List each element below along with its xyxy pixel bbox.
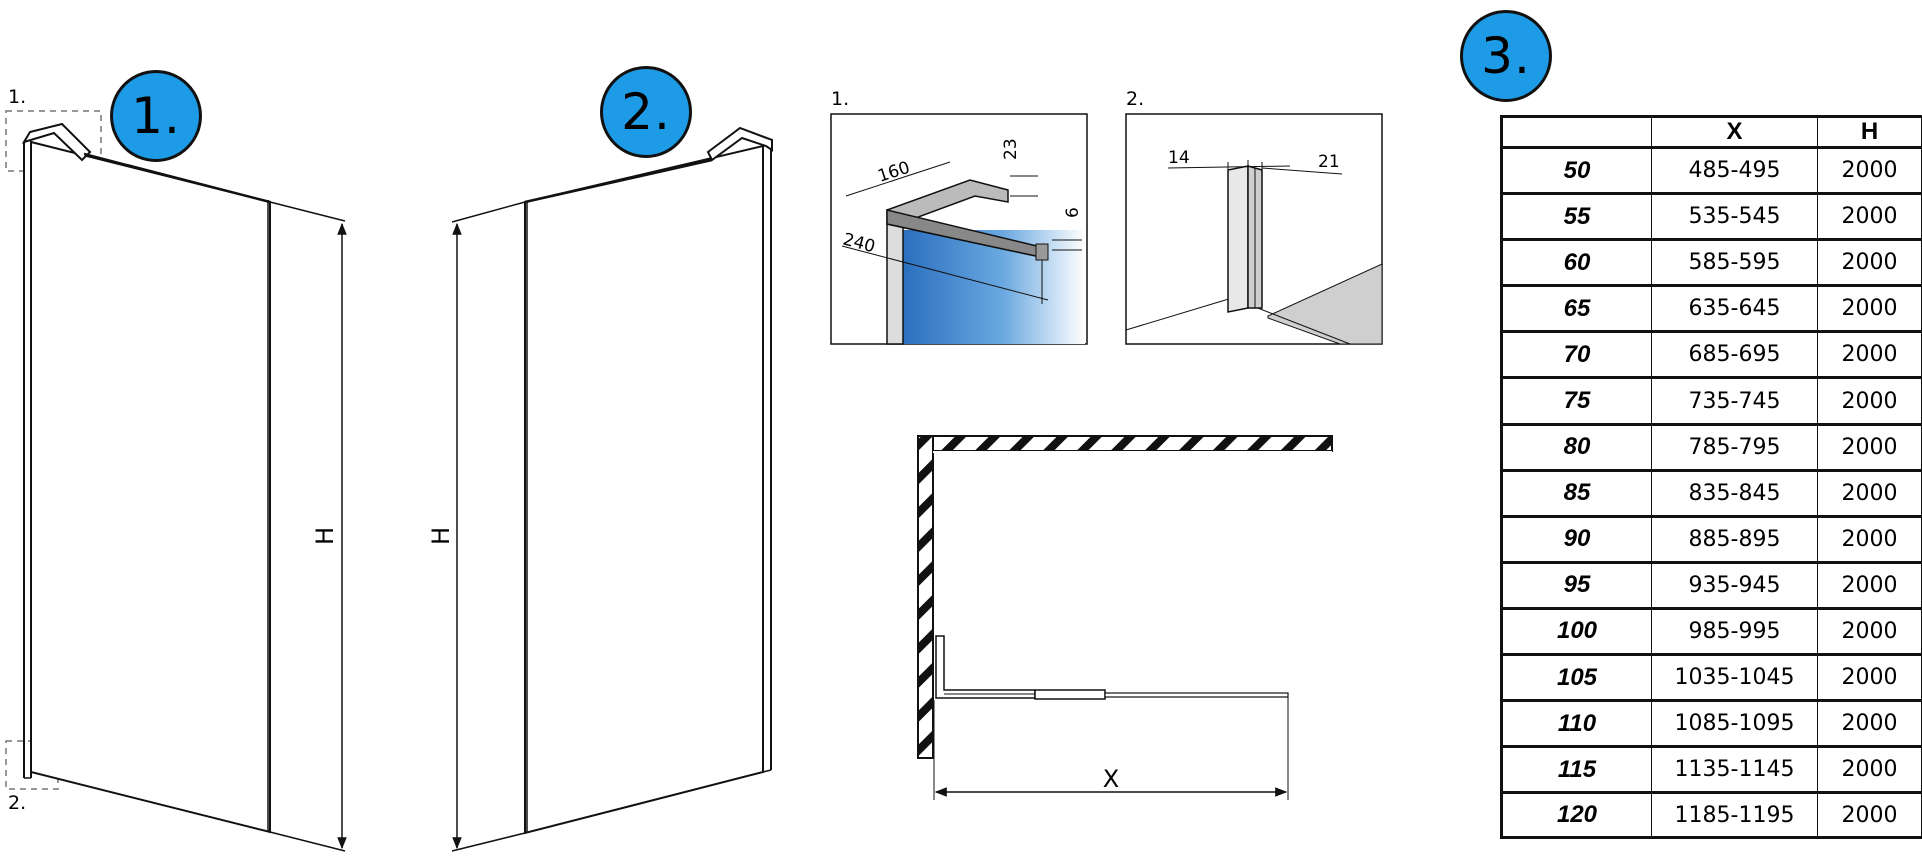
height-label-two: H	[427, 527, 455, 545]
h-cell: 2000	[1817, 149, 1921, 196]
width-cell: 50	[1503, 149, 1651, 196]
detail-label-top: 1.	[8, 86, 27, 108]
panel-two-drawing: H	[427, 126, 773, 852]
h-cell: 2000	[1817, 794, 1921, 836]
h-cell: 2000	[1817, 656, 1921, 703]
h-cell: 2000	[1817, 748, 1921, 795]
inset-bracket-detail: 160 240 23 6	[830, 113, 1088, 345]
dim-21: 21	[1318, 152, 1340, 172]
width-cell: 95	[1503, 564, 1651, 610]
plan-view: X	[917, 435, 1333, 800]
inset-label-one: 1.	[831, 88, 850, 110]
width-cell: 115	[1503, 748, 1651, 795]
badge-two: 2.	[600, 66, 692, 158]
x-cell: 485-495	[1651, 149, 1817, 196]
h-cell: 2000	[1817, 563, 1921, 610]
inset-floor-detail: 14 21	[1125, 113, 1383, 345]
h-cell: 2000	[1817, 195, 1921, 242]
width-cell: 100	[1503, 610, 1651, 657]
glass-panel-two	[524, 144, 764, 835]
inset-label-two: 2.	[1126, 88, 1145, 110]
x-cell: 635-645	[1651, 287, 1817, 334]
panel-one-drawing: H	[5, 110, 347, 852]
x-cell: 985-995	[1651, 609, 1817, 657]
height-label-one: H	[311, 527, 339, 545]
detail-label-bottom: 2.	[8, 792, 27, 814]
width-cell: 65	[1503, 287, 1651, 334]
width-cell: 85	[1503, 472, 1651, 518]
x-cell: 535-545	[1651, 195, 1817, 242]
x-cell: 585-595	[1651, 241, 1817, 288]
x-cell: 1035-1045	[1651, 656, 1817, 703]
width-cell: 90	[1503, 518, 1651, 564]
width-cell: 70	[1503, 333, 1651, 380]
x-cell: 1085-1095	[1651, 702, 1817, 749]
h-cell: 2000	[1817, 333, 1921, 380]
dim-x: X	[1103, 765, 1119, 793]
x-cell: 735-745	[1651, 379, 1817, 426]
header-width	[1503, 118, 1651, 149]
x-cell: 685-695	[1651, 333, 1817, 380]
x-cell: 835-845	[1651, 471, 1817, 518]
header-x: X	[1651, 118, 1817, 149]
h-cell: 2000	[1817, 517, 1921, 564]
h-cell: 2000	[1817, 425, 1921, 472]
x-cell: 935-945	[1651, 563, 1817, 610]
width-cell: 75	[1503, 379, 1651, 426]
h-cell: 2000	[1817, 379, 1921, 426]
top-bracket-one	[21, 122, 92, 162]
h-cell: 2000	[1817, 287, 1921, 334]
dim-14: 14	[1168, 148, 1190, 168]
table-header-row: X H	[1503, 118, 1921, 149]
width-cell: 110	[1503, 702, 1651, 749]
width-cell: 105	[1503, 656, 1651, 703]
width-cell: 120	[1556, 801, 1598, 829]
x-cell: 785-795	[1651, 425, 1817, 472]
x-cell: 1135-1145	[1651, 748, 1817, 795]
dim-6: 6	[1063, 207, 1083, 218]
dim-23: 23	[1001, 138, 1021, 160]
h-cell: 2000	[1817, 241, 1921, 288]
h-cell: 2000	[1817, 702, 1921, 749]
top-bracket-two	[706, 126, 773, 162]
badge-three: 3.	[1460, 10, 1552, 102]
x-cell: 885-895	[1651, 517, 1817, 564]
badge-one: 1.	[110, 70, 202, 162]
header-h: H	[1817, 118, 1921, 149]
h-cell: 2000	[1817, 471, 1921, 518]
width-cell: 80	[1503, 426, 1651, 472]
width-cell: 55	[1503, 195, 1651, 242]
glass-panel-one	[30, 140, 271, 834]
h-cell: 2000	[1817, 609, 1921, 657]
width-cell: 60	[1503, 241, 1651, 288]
x-cell: 1185-1195	[1651, 794, 1817, 836]
